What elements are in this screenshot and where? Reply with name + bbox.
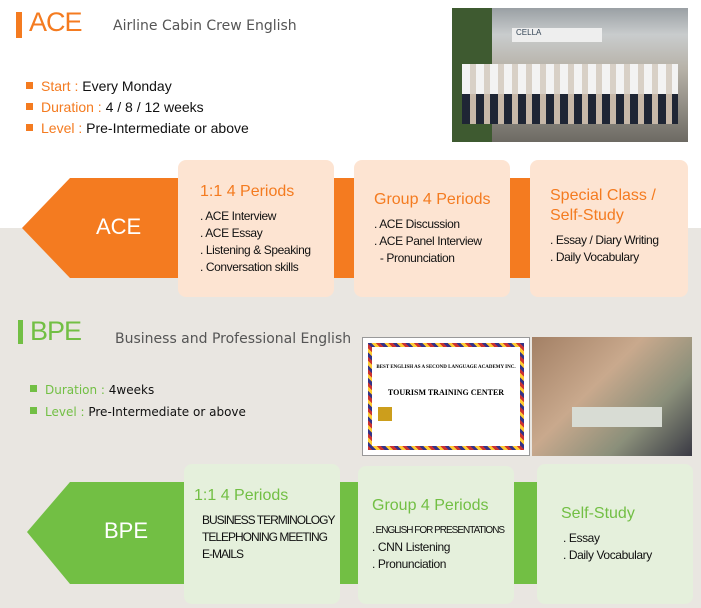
ace-subtitle: Airline Cabin Crew English — [113, 18, 297, 34]
bpe-box-1on1: 1:1 4 Periods BUSINESS TERMINOLOGY TELEPH… — [184, 464, 340, 604]
ace-arrow-label: ACE — [96, 214, 142, 239]
box-item: . ACE Panel Interview — [374, 234, 482, 248]
table — [572, 407, 662, 427]
box-title: Special Class / Self-Study — [550, 187, 656, 224]
ace-box-group: Group 4 Periods . ACE Discussion . ACE Pa… — [354, 160, 510, 297]
certificate-org: BEST ENGLISH AS A SECOND LANGUAGE ACADEM… — [376, 365, 516, 370]
photo-sign: CELLA — [512, 28, 602, 42]
bpe-info-level: Level : Pre-Intermediate or above — [30, 401, 246, 423]
info-value: Every Monday — [82, 78, 172, 94]
info-label: Level : — [41, 120, 87, 136]
ace-info-level: Level : Pre-Intermediate or above — [26, 118, 249, 139]
bullet-icon — [26, 124, 33, 131]
bullet-icon — [30, 407, 37, 414]
box-item: - Pronunciation — [374, 251, 455, 265]
ace-info-start: Start : Every Monday — [26, 76, 249, 97]
box-item: . ACE Essay — [200, 226, 263, 240]
ace-info-list: Start : Every Monday Duration : 4 / 8 / … — [26, 76, 249, 139]
box-item: TELEPHONING MEETING — [202, 530, 328, 544]
box-item: . ACE Interview — [200, 209, 277, 223]
bpe-certificate: BEST ENGLISH AS A SECOND LANGUAGE ACADEM… — [362, 337, 530, 456]
bpe-box-self-study: Self-Study . Essay . Daily Vocabulary — [537, 464, 693, 604]
box-item: BUSINESS TERMINOLOGY — [202, 513, 335, 527]
ace-crew-photo: CELLA — [452, 8, 688, 142]
bullet-icon — [26, 82, 33, 89]
bpe-classroom-photo — [532, 337, 692, 456]
box-item: . ENGLISH FOR PRESENTATIONS — [372, 525, 505, 536]
bpe-arrow-label: BPE — [104, 518, 149, 543]
info-value: Pre-Intermediate or above — [88, 405, 246, 419]
box-item: . Daily Vocabulary — [550, 250, 639, 264]
info-label: Duration : — [41, 99, 106, 115]
info-value: Pre-Intermediate or above — [86, 120, 249, 136]
info-label: Duration : — [45, 383, 109, 397]
bpe-box-group: Group 4 Periods . ENGLISH FOR PRESENTATI… — [358, 466, 514, 604]
box-title: Group 4 Periods — [374, 191, 491, 208]
box-item: . Daily Vocabulary — [563, 548, 652, 562]
box-item: . Conversation skills — [200, 260, 299, 274]
ace-box-special: Special Class / Self-Study . Essay / Dia… — [530, 160, 688, 297]
box-item: . Essay — [563, 531, 600, 545]
box-item: E-MAILS — [202, 547, 244, 561]
box-title: 1:1 4 Periods — [194, 487, 289, 504]
bullet-icon — [30, 385, 37, 392]
bpe-title-marker — [18, 320, 23, 344]
box-item: . Listening & Speaking — [200, 243, 311, 257]
info-value: 4 / 8 / 12 weeks — [105, 99, 204, 115]
bpe-title: BPE — [30, 316, 82, 346]
ace-title-marker — [16, 12, 22, 38]
box-item: . CNN Listening — [372, 540, 451, 554]
bpe-subtitle: Business and Professional English — [115, 331, 352, 347]
info-value: 4weeks — [108, 383, 155, 397]
ace-title: ACE — [29, 7, 83, 37]
info-label: Start : — [41, 78, 83, 94]
crew-shirts — [462, 64, 678, 94]
bullet-icon — [26, 103, 33, 110]
info-label: Level : — [45, 405, 89, 419]
box-item: . ACE Discussion — [374, 217, 460, 231]
certificate-title: TOURISM TRAINING CENTER — [387, 388, 505, 397]
box-title: Self-Study — [561, 505, 635, 522]
ace-box-1on1: 1:1 4 Periods . ACE Interview . ACE Essay… — [178, 160, 334, 297]
bpe-info-duration: Duration : 4weeks — [30, 379, 246, 401]
box-item: . Pronunciation — [372, 557, 447, 571]
certificate-seal-icon — [378, 407, 392, 421]
ace-info-duration: Duration : 4 / 8 / 12 weeks — [26, 97, 249, 118]
crew-skirts — [462, 94, 678, 124]
box-title: Group 4 Periods — [372, 497, 489, 514]
bpe-info-list: Duration : 4weeks Level : Pre-Intermedia… — [30, 379, 246, 423]
box-item: . Essay / Diary Writing — [550, 233, 659, 247]
box-title: 1:1 4 Periods — [200, 183, 295, 200]
